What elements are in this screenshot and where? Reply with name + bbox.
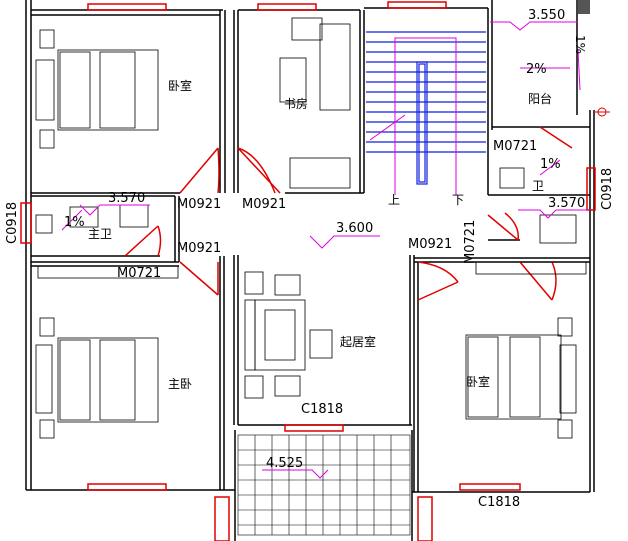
window-label-left-wall: C0918 (5, 202, 20, 244)
walls (25, 0, 595, 541)
room-label-balcony: 阳台 (528, 91, 552, 106)
door-label-master-bath: M0721 (117, 266, 161, 281)
room-label-study: 书房 (284, 96, 308, 111)
doors (124, 126, 573, 301)
elevation-balcony: 3.550 (528, 8, 565, 23)
elevation-terrace: 4.525 (266, 456, 303, 471)
drain-symbol (594, 107, 610, 117)
slope-balcony-b: 1% (573, 35, 587, 54)
elevation-living: 3.600 (336, 221, 373, 236)
stairs (366, 31, 486, 185)
window-label-right-wall: C0918 (600, 168, 615, 210)
slope-master-bath: 1% (64, 215, 85, 230)
stair-arrows (369, 37, 457, 195)
door-label-bedroom-left: M0921 (177, 241, 221, 256)
elevation-markers (61, 21, 590, 479)
slope-balcony-a: 2% (526, 62, 547, 77)
room-label-bedroom-top-left: 卧室 (168, 78, 192, 93)
door-label-study-left: M0921 (177, 197, 221, 212)
window-label-bedroom-bottom: C1818 (478, 495, 520, 510)
room-label-master-bath: 主卫 (88, 227, 112, 241)
stair-up-label: 上 (388, 193, 400, 207)
door-label-stair-side: M0721 (463, 220, 478, 264)
door-label-study-right: M0921 (242, 197, 286, 212)
slope-bath-right: 1% (540, 157, 561, 172)
door-label-bedroom-right: M0921 (408, 237, 452, 252)
room-label-living-room: 起居室 (340, 334, 376, 349)
column-marker (578, 0, 590, 14)
window-label-living: C1818 (301, 402, 343, 417)
stair-down-label: 下 (452, 193, 464, 207)
elevation-master-bath: 3.570 (108, 191, 145, 206)
windows (20, 1, 596, 541)
room-label-master-bedroom: 主卧 (168, 377, 192, 391)
room-label-bath-right: 卫 (532, 179, 544, 193)
terrace-tiles (237, 434, 411, 536)
room-label-bedroom-bottom-right: 卧室 (466, 374, 490, 389)
elevation-bath-right: 3.570 (548, 196, 585, 211)
door-label-bath-right: M0721 (493, 139, 537, 154)
